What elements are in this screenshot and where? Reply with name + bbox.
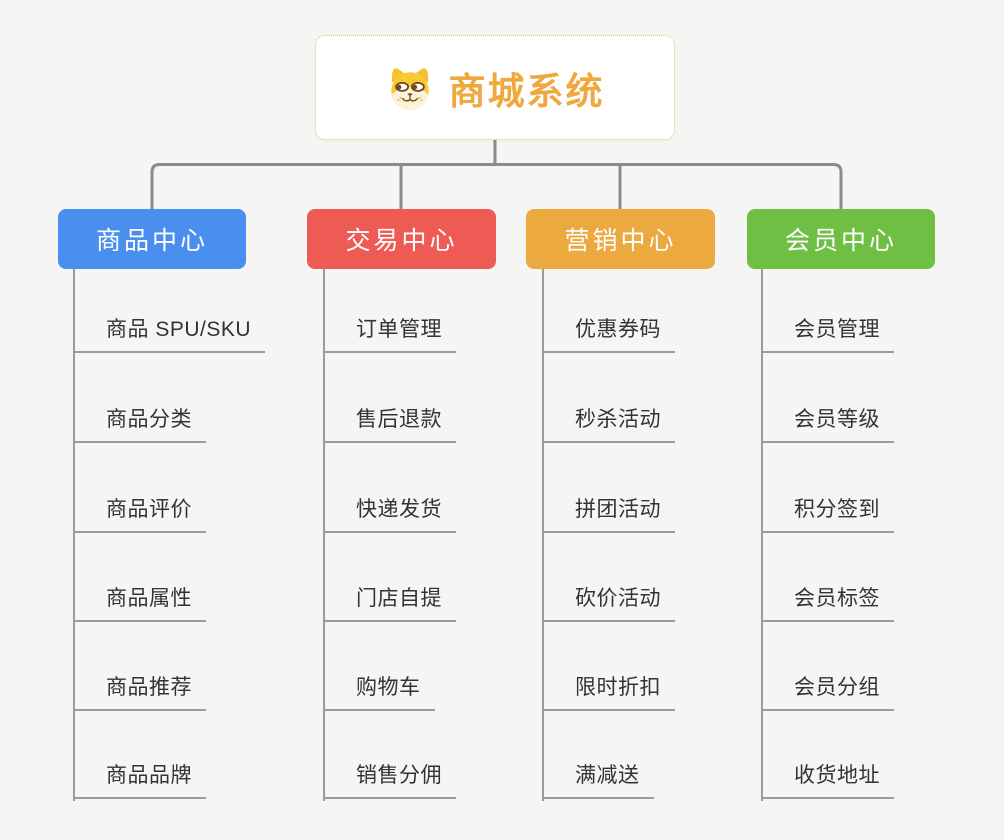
- leaf-node[interactable]: 商品品牌: [73, 759, 206, 799]
- leaf-node[interactable]: 销售分佣: [323, 759, 456, 799]
- leaf-node[interactable]: 限时折扣: [542, 671, 675, 711]
- leaf-node[interactable]: 购物车: [323, 671, 435, 711]
- column-connector-line: [73, 269, 75, 801]
- leaf-node[interactable]: 会员等级: [761, 403, 894, 443]
- leaf-node[interactable]: 收货地址: [761, 759, 894, 799]
- leaf-column-trade: 订单管理 售后退款 快递发货 门店自提 购物车 销售分佣: [323, 269, 559, 803]
- leaf-node[interactable]: 商品 SPU/SKU: [73, 313, 266, 353]
- leaf-node[interactable]: 满减送: [542, 759, 654, 799]
- leaf-node[interactable]: 砍价活动: [542, 582, 675, 622]
- doge-face-icon: [390, 67, 429, 110]
- leaf-node[interactable]: 商品评价: [73, 493, 206, 533]
- leaf-node[interactable]: 商品属性: [73, 582, 206, 622]
- branch-node-product-center[interactable]: 商品中心: [58, 209, 246, 269]
- leaf-column-product: 商品 SPU/SKU 商品分类 商品评价 商品属性 商品推荐 商品品牌: [73, 269, 309, 803]
- leaf-node[interactable]: 积分签到: [761, 493, 894, 533]
- leaf-node[interactable]: 门店自提: [323, 582, 456, 622]
- column-connector-line: [761, 269, 763, 801]
- leaf-node[interactable]: 快递发货: [323, 493, 456, 533]
- leaf-column-member: 会员管理 会员等级 积分签到 会员标签 会员分组 收货地址: [761, 269, 997, 803]
- branch-node-marketing-center[interactable]: 营销中心: [526, 209, 715, 269]
- root-node-title: 商城系统: [448, 70, 605, 112]
- branch-node-trade-center[interactable]: 交易中心: [307, 209, 496, 269]
- leaf-node[interactable]: 优惠券码: [542, 313, 675, 353]
- root-node[interactable]: 商城系统: [315, 35, 675, 140]
- column-connector-line: [542, 269, 544, 801]
- leaf-node[interactable]: 商品分类: [73, 403, 206, 443]
- leaf-node[interactable]: 秒杀活动: [542, 403, 675, 443]
- branch-node-member-center[interactable]: 会员中心: [747, 209, 935, 269]
- leaf-column-marketing: 优惠券码 秒杀活动 拼团活动 砍价活动 限时折扣 满减送: [542, 269, 778, 803]
- leaf-node[interactable]: 售后退款: [323, 403, 456, 443]
- leaf-node[interactable]: 会员分组: [761, 671, 894, 711]
- leaf-node[interactable]: 商品推荐: [73, 671, 206, 711]
- leaf-node[interactable]: 订单管理: [323, 313, 456, 353]
- leaf-node[interactable]: 拼团活动: [542, 493, 675, 533]
- column-connector-line: [323, 269, 325, 801]
- leaf-node[interactable]: 会员标签: [761, 582, 894, 622]
- leaf-node[interactable]: 会员管理: [761, 313, 894, 353]
